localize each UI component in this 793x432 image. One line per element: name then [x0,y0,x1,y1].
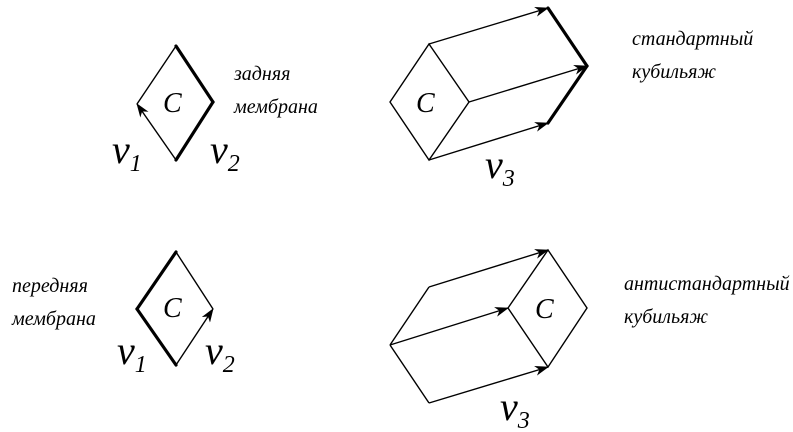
bottom-prism-letter: C [535,294,554,325]
top-rhombus-letter: C [163,88,182,119]
top-prism-back-thick-lower [546,64,589,125]
top-v3-label: v3 [485,142,515,192]
top-prism-edge-middle [468,65,588,103]
bottom-rhombus-edge-upper-right [175,251,214,310]
bottom-v1-label: v1 [117,328,147,378]
top-rhombus-v1-arrow [136,103,177,161]
bottom-v3-label: v3 [500,384,530,432]
bottom-rhombus-letter: C [163,293,182,324]
bottom-membrane-label-line2: мембрана [11,308,96,330]
bottom-prism-edge-middle [389,307,509,346]
top-membrane-label-line2: мембрана [233,96,318,118]
bottom-prism-edge-top [428,249,549,288]
bottom-v2-label: v2 [205,328,235,378]
bottom-rhombus-thick-upper-left [135,250,178,311]
top-prism-edge-bottom [428,122,549,161]
top-prism-label-line2: кубильяж [632,61,716,83]
top-rhombus [136,44,215,162]
top-prism-back-thick-upper [546,6,589,68]
top-v1-label: v1 [112,127,142,177]
bottom-prism-label-line2: кубильяж [624,306,708,328]
bottom-prism-front-lower-left [389,344,430,404]
bottom-prism-edge-bottom [428,365,549,404]
top-prism [389,6,589,162]
top-rhombus-thick-upper-right [174,44,215,104]
top-rhombus-edge-upper-left [136,45,177,105]
top-prism-letter: C [416,88,435,119]
top-v2-label: v2 [210,127,240,177]
top-prism-label-line1: стандартный [632,28,753,50]
bottom-prism-front-upper-left [389,286,430,346]
top-prism-edge-top [428,6,549,45]
bottom-membrane-label-line1: передняя [12,275,88,297]
bottom-prism-back-rhombus [507,248,588,369]
bottom-rhombus [135,250,214,367]
bottom-rhombus-thick-lower-left [135,307,178,367]
bottom-prism [389,248,588,404]
bottom-prism-label-line1: антистандартный [624,273,790,295]
top-rhombus-thick-lower-right [174,100,215,162]
bottom-rhombus-v2-arrow [175,308,214,366]
top-membrane-label-line1: задняя [233,63,290,85]
